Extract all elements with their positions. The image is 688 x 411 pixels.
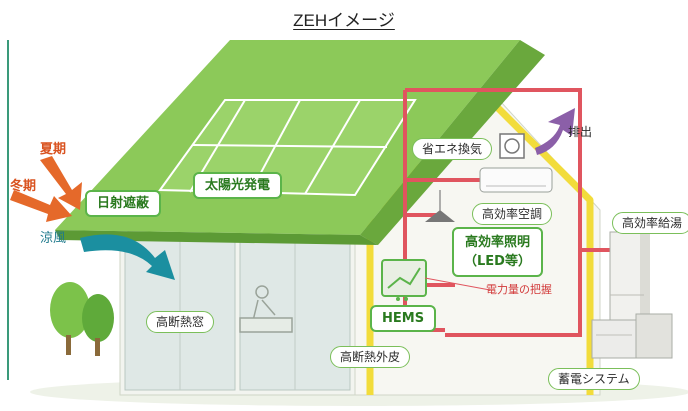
label-window: 高断熱窓 <box>146 311 215 333</box>
breeze-arrow-icon <box>80 234 175 280</box>
hems-monitor-icon <box>381 259 427 301</box>
window-glass <box>124 239 351 391</box>
label-winter: 冬期 <box>10 179 37 194</box>
water-heater-icon <box>609 231 650 323</box>
sun-arrow-icon <box>10 156 82 222</box>
battery-icon <box>591 313 673 359</box>
label-lighting: 高効率照明 （LED等） <box>452 227 543 277</box>
page-title: ZEHイメージ <box>293 11 395 30</box>
tree-icon <box>50 282 114 356</box>
label-exhaust-fan: 省エネ換気 <box>412 138 493 160</box>
lamp-icon <box>425 190 455 222</box>
label-storage: 蓄電システム <box>548 368 640 390</box>
solar-panel-icon <box>158 99 417 197</box>
label-solar: 太陽光発電 <box>193 172 283 199</box>
label-aircon: 高効率空調 <box>472 203 553 225</box>
label-lighting-line2: （LED等） <box>464 254 531 269</box>
label-lighting-line1: 高効率照明 <box>464 235 530 250</box>
label-envelope: 高断熱外皮 <box>330 346 411 368</box>
label-summer: 夏期 <box>40 142 67 157</box>
label-shading: 日射遮蔽 <box>85 190 162 217</box>
label-hems: HEMS <box>370 305 437 332</box>
exhaust-arrow-icon <box>535 108 575 155</box>
label-exhaust: 排出 <box>568 125 593 139</box>
label-cool-breeze: 涼風 <box>40 231 67 246</box>
fan-icon <box>499 133 525 159</box>
label-water-heater: 高効率給湯 <box>612 212 688 234</box>
label-power-monitor: 電力量の把握 <box>486 283 552 296</box>
person-icon <box>239 285 293 333</box>
aircon-icon <box>479 167 553 193</box>
